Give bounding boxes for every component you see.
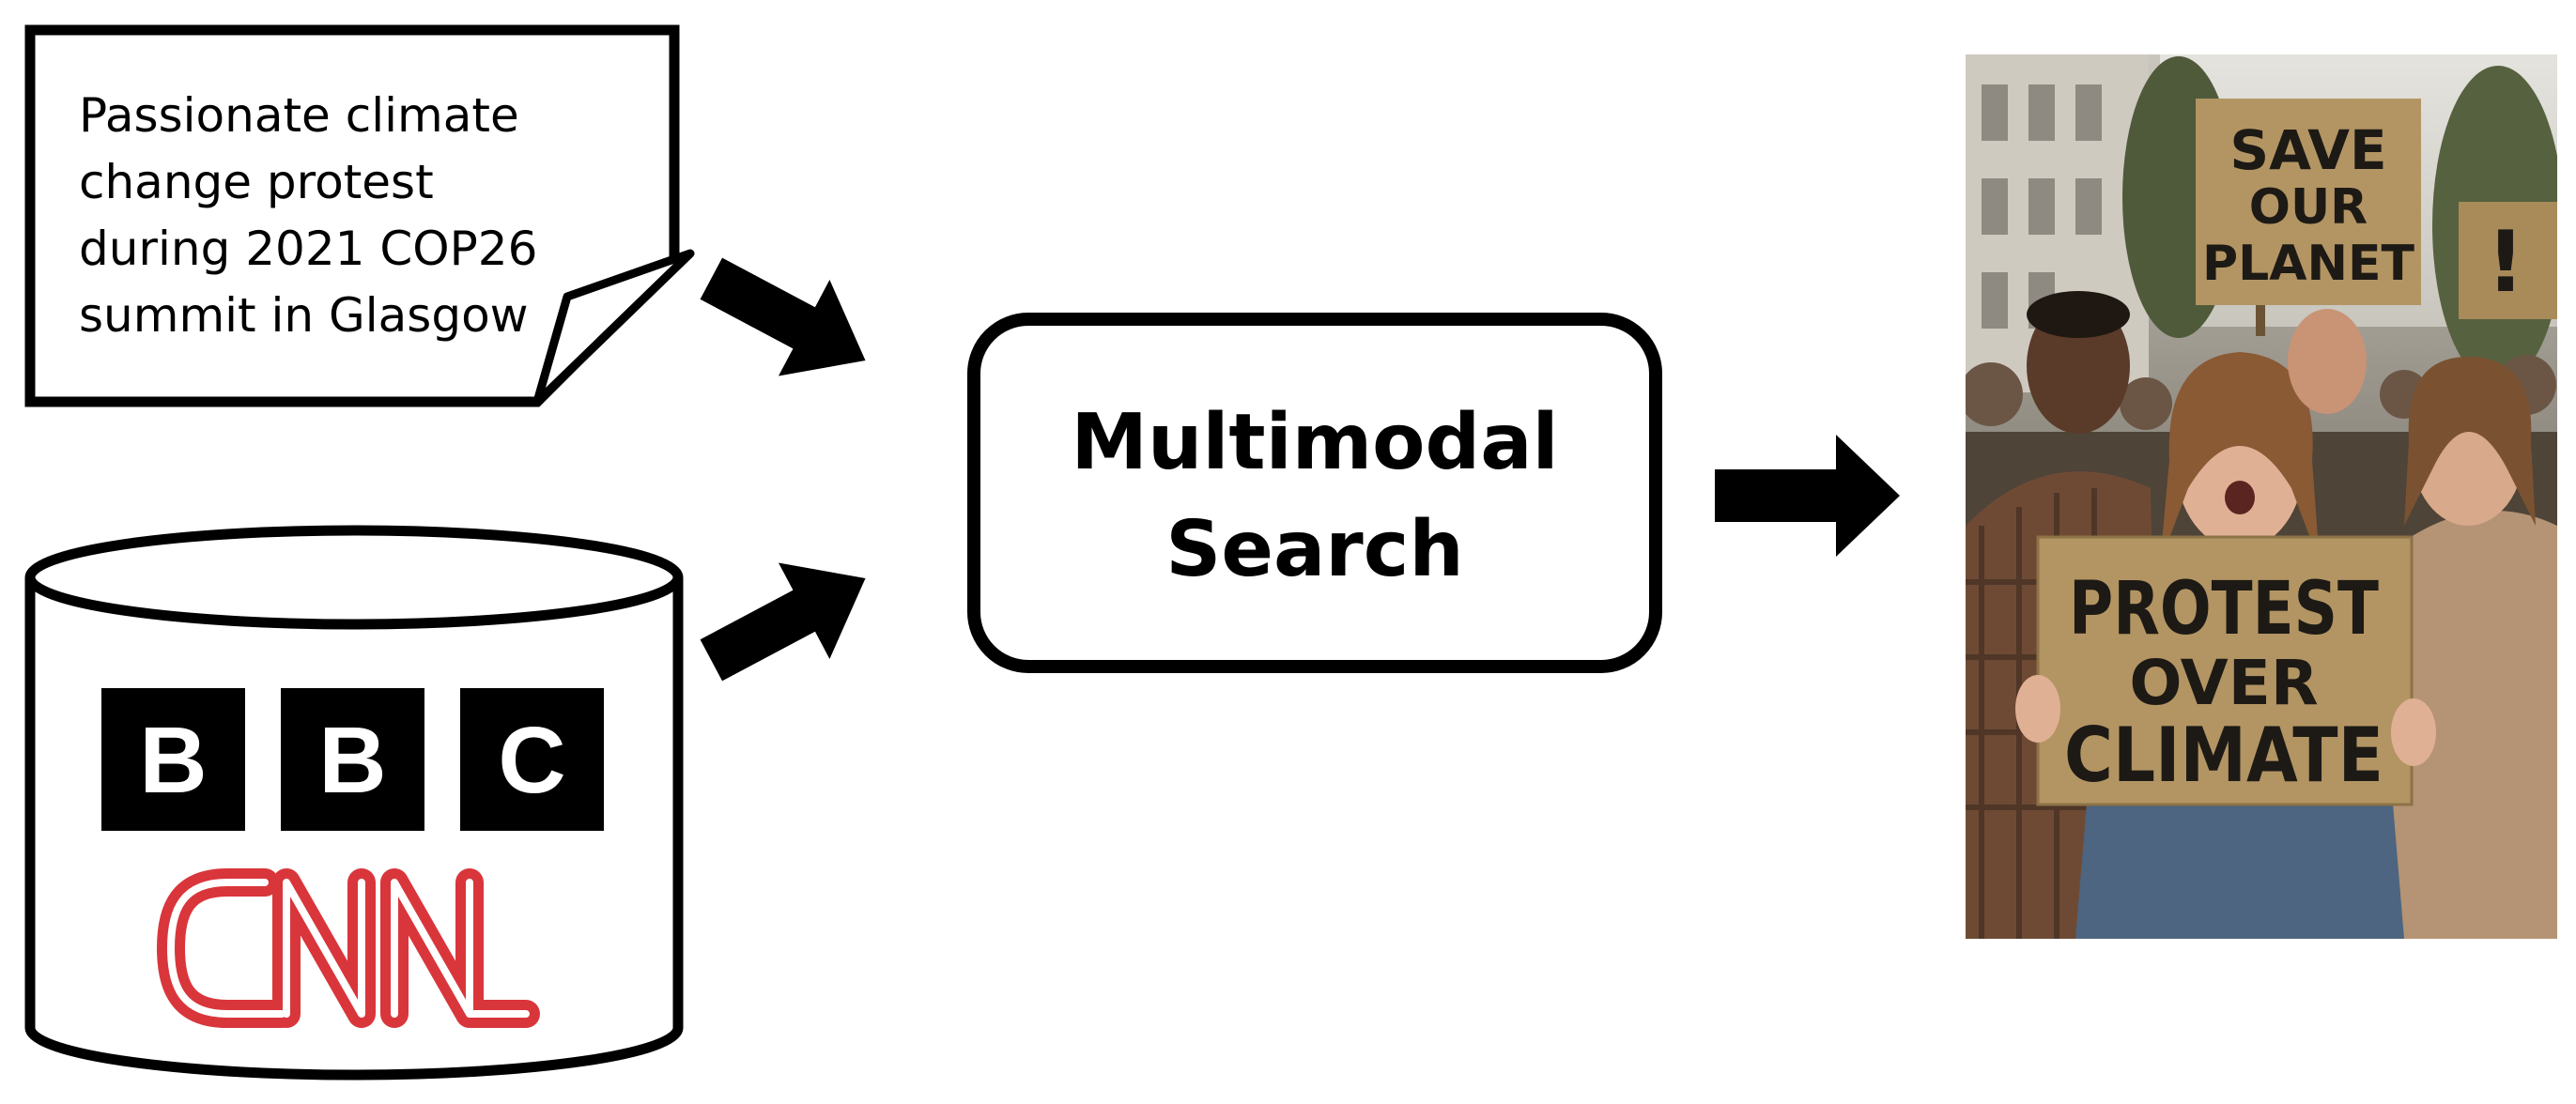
query-text: Passionate climate change protest during… [79, 88, 538, 343]
bbc-block [281, 688, 424, 831]
sign-side: ! [2486, 213, 2524, 312]
bbc-block [460, 688, 604, 831]
multimodal-search-box [967, 313, 1662, 673]
result-photo: SAVE OUR PLANET ! PROTEST OVER CLIMATE [1966, 54, 2557, 939]
sign-front-line: OVER [2129, 647, 2318, 719]
query-document [24, 24, 695, 407]
database-cylinder-top [24, 525, 684, 630]
sign-top-line: OUR [2249, 179, 2368, 236]
sign-front-line: PROTEST [2069, 567, 2379, 652]
cnn-logo [157, 868, 540, 1028]
sign-top-line: SAVE [2229, 118, 2386, 182]
bbc-letter: B [318, 708, 386, 813]
page-curl-icon [532, 249, 695, 406]
arrow-search-to-result-icon [1715, 435, 1900, 557]
bbc-block [101, 688, 245, 831]
sign-top-line: PLANET [2202, 236, 2415, 292]
arrow-query-to-search-icon [700, 257, 866, 376]
bbc-logo: B B C [101, 688, 604, 831]
bbc-letter: B [139, 708, 207, 813]
arrow-database-to-search-icon [700, 562, 866, 682]
bbc-letter: C [498, 708, 565, 813]
search-label: Multimodal Search [1071, 398, 1559, 594]
news-database: B B C [24, 525, 684, 1081]
sign-front-line: CLIMATE [2064, 712, 2383, 799]
